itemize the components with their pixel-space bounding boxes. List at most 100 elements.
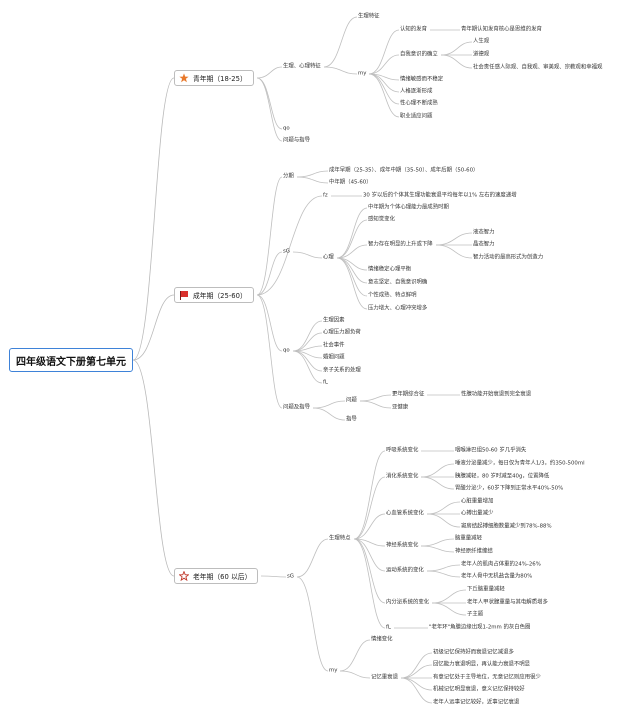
topic-o-fl[interactable]: fL xyxy=(386,624,391,631)
connector-line xyxy=(420,538,455,547)
topic-a-fz[interactable]: fz xyxy=(323,192,328,199)
topic-a-pranote[interactable]: 性腺功能开始衰退到完全衰退 xyxy=(461,391,532,398)
connector-line xyxy=(256,66,283,79)
topic-y-car[interactable]: 职业适应问题 xyxy=(400,113,433,120)
topic-a-pb[interactable]: 中年期（45-60） xyxy=(329,179,372,186)
topic-a-i2[interactable]: 智力活动的最高形式为创造力 xyxy=(473,254,544,261)
topic-y-cognote[interactable]: 青年期认知发育核心是思维的发育 xyxy=(461,26,542,33)
root-topic[interactable]: 四年级语文下册第七单元 xyxy=(9,348,133,372)
topic-o-mm3[interactable]: 机械记忆明显衰退，意义记忆保持较好 xyxy=(433,686,525,693)
topic-o-dig[interactable]: 消化系统变化 xyxy=(386,473,419,480)
topic-y-emo[interactable]: 情绪敏感而不稳定 xyxy=(400,76,444,83)
topic-y-my[interactable]: my xyxy=(358,70,367,77)
topic-o-sg[interactable]: sG xyxy=(287,573,294,580)
topic-y-s0[interactable]: 人生观 xyxy=(473,38,490,45)
topic-o-mem[interactable]: 记忆重衰退 xyxy=(371,674,398,681)
topic-o-ph[interactable]: 生理特点 xyxy=(329,535,351,542)
red-flag-icon xyxy=(180,291,188,300)
topic-a-pa[interactable]: 成年早期（25-35）、成年中期（35-50）、成年后期（50-60） xyxy=(329,167,479,174)
topic-o-e2[interactable]: 子主题 xyxy=(467,611,484,618)
topic-a-gd[interactable]: 问题及指导 xyxy=(283,404,310,411)
connector-line xyxy=(132,77,175,361)
topic-o-e1[interactable]: 老年人甲状腺重量与其电解质增多 xyxy=(467,599,548,606)
topic-a-q4[interactable]: 亲子关系的处理 xyxy=(323,367,361,374)
topic-o-respn[interactable]: 咽喉淋巴组50-60 岁几乎消失 xyxy=(455,447,527,454)
connector-line xyxy=(353,538,386,572)
topic-o-my[interactable]: my xyxy=(329,667,338,674)
connector-line xyxy=(256,77,283,130)
topic-o-d2[interactable]: 胃酸分泌少，60岁下降到正常水平40%-50% xyxy=(455,485,564,492)
topic-o-m0[interactable]: 老年人的肌肉占体重的24%-26% xyxy=(461,561,541,568)
connector-line xyxy=(400,677,433,704)
stage-youth[interactable]: 青年期（18-25） xyxy=(174,70,254,86)
topic-o-mm4[interactable]: 老年人远事记忆较好，近事记忆衰退 xyxy=(433,699,520,706)
topic-a-psy[interactable]: 心理 xyxy=(323,254,334,261)
topic-o-h0[interactable]: 心脏重量增加 xyxy=(461,498,494,505)
topic-a-pb1[interactable]: 感知觉变化 xyxy=(368,216,395,223)
topic-o-emo[interactable]: 情绪变化 xyxy=(371,636,393,643)
topic-a-q5[interactable]: fL xyxy=(323,379,328,386)
topic-y-phys[interactable]: 生理特征 xyxy=(358,13,380,20)
topic-a-pra[interactable]: 更年期综合征 xyxy=(392,391,425,398)
topic-o-nrv[interactable]: 神经系统变化 xyxy=(386,542,419,549)
topic-a-pf[interactable]: 压力增大、心理冲突增多 xyxy=(368,305,428,312)
topic-o-d0[interactable]: 唾液分泌量减少，每日仅为青年人1/3，约350-500ml xyxy=(455,460,585,467)
topic-y-sex[interactable]: 性心理不断成熟 xyxy=(400,100,438,107)
connector-line xyxy=(353,538,386,604)
topic-o-fln[interactable]: "老年环"角膜边缘出现1-2mm 的灰白色圈 xyxy=(429,624,531,631)
connector-line xyxy=(292,320,323,352)
stage-old[interactable]: 老年期（60 以后） xyxy=(174,568,259,584)
topic-o-n1[interactable]: 神经原纤维缠结 xyxy=(455,548,493,555)
connector-line xyxy=(336,244,368,259)
topic-a-pc[interactable]: 情绪稳定心理平衡 xyxy=(368,266,412,273)
topic-o-mm1[interactable]: 回忆能力衰退明显，再认能力衰退不明显 xyxy=(433,661,531,668)
topic-o-e0[interactable]: 下丘脑重量减轻 xyxy=(467,586,505,593)
connector-line xyxy=(323,66,358,75)
topic-y-gd[interactable]: 问题与指导 xyxy=(283,137,310,144)
topic-o-end[interactable]: 内分泌系统的变化 xyxy=(386,599,430,606)
topic-a-i0[interactable]: 液态智力 xyxy=(473,229,495,236)
connector-line xyxy=(336,219,368,259)
topic-y-qo[interactable]: qo xyxy=(283,125,290,132)
topic-y-s1[interactable]: 道德观 xyxy=(473,51,490,58)
topic-a-pd[interactable]: 意志坚定、自我意识明确 xyxy=(368,279,428,286)
topic-o-n0[interactable]: 脑重量减轻 xyxy=(455,535,482,542)
topic-a-sg[interactable]: sG xyxy=(283,248,290,255)
topic-o-m1[interactable]: 老年人骨中无机盐含量为80% xyxy=(461,573,533,580)
topic-a-pr[interactable]: 问题 xyxy=(346,397,357,404)
topic-a-qo[interactable]: qo xyxy=(283,347,290,354)
topic-y-cog[interactable]: 认知的发育 xyxy=(400,26,427,33)
topic-a-q3[interactable]: 婚姻问题 xyxy=(323,354,345,361)
connector-line xyxy=(296,170,329,178)
topic-o-h1[interactable]: 心搏出量减少 xyxy=(461,510,494,517)
topic-o-mm0[interactable]: 初级记忆保持好而衰退记忆减退多 xyxy=(433,649,514,656)
connector-line xyxy=(312,400,346,409)
topic-y-dev[interactable]: 生理、心理特征 xyxy=(283,63,321,70)
topic-o-mm2[interactable]: 有意记忆处于主导地位，无意记忆则应用很少 xyxy=(433,674,541,681)
topic-y-s2[interactable]: 社会责任感人际观、自我观、审美观、宗教观和幸福观 xyxy=(473,64,603,71)
topic-a-fznote[interactable]: 30 岁以后的个体其生理功能衰退平均每年以1% 左右的速度递增 xyxy=(363,192,517,199)
topic-a-per[interactable]: 分期 xyxy=(283,173,294,180)
topic-o-mot[interactable]: 运动系统的变化 xyxy=(386,567,424,574)
topic-y-self[interactable]: 自我意识的确立 xyxy=(400,51,438,58)
connector-line xyxy=(359,400,392,409)
outline-star-icon xyxy=(179,571,189,581)
topic-o-resp[interactable]: 呼吸系统变化 xyxy=(386,447,419,454)
topic-a-q2[interactable]: 社会事件 xyxy=(323,342,345,349)
connector-line xyxy=(132,294,175,361)
topic-a-pa1[interactable]: 中年期为个体心理能力最成熟时期 xyxy=(368,204,449,211)
topic-a-int[interactable]: 智力存在明显的上升或下降 xyxy=(368,241,433,248)
topic-y-per[interactable]: 人格逐渐形成 xyxy=(400,88,433,95)
topic-a-prb[interactable]: 亚健康 xyxy=(392,404,409,411)
connector-line xyxy=(292,332,323,352)
stage-adult[interactable]: 成年期（25-60） xyxy=(174,287,254,303)
topic-o-h2[interactable]: 窦房结起搏细胞数量减少到78%-88% xyxy=(461,523,552,530)
topic-o-d1[interactable]: 胰腺减轻，80 岁时减至40g，位置降低 xyxy=(455,473,550,480)
topic-a-q0[interactable]: 生理因素 xyxy=(323,317,345,324)
connector-line xyxy=(420,463,455,478)
topic-o-hrt[interactable]: 心血管系统变化 xyxy=(386,510,424,517)
topic-a-i1[interactable]: 晶态智力 xyxy=(473,241,495,248)
topic-a-pe[interactable]: 个性成熟、特点鲜明 xyxy=(368,292,417,299)
topic-a-q1[interactable]: 心理压力超负荷 xyxy=(323,329,361,336)
topic-a-adv[interactable]: 指导 xyxy=(346,416,357,423)
